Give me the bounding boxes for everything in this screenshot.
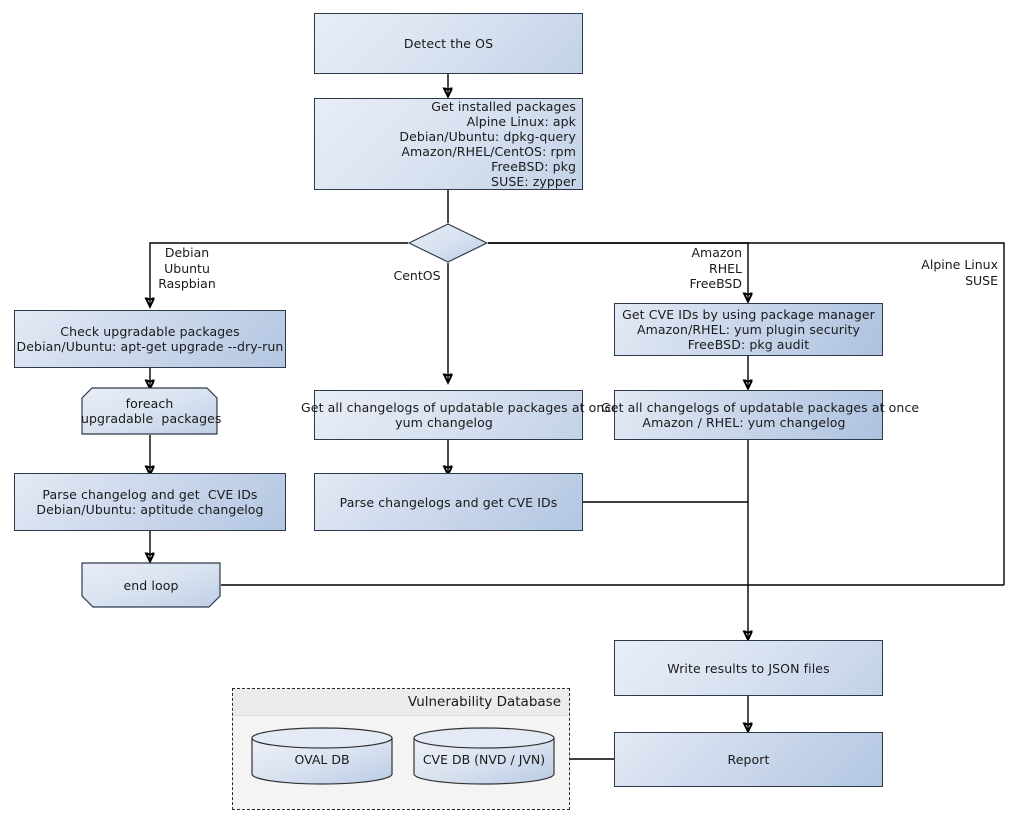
diamond-icon bbox=[407, 223, 489, 263]
vulnerability-database-group: Vulnerability Database OVAL DB bbox=[232, 688, 570, 810]
vulnerability-database-title: Vulnerability Database bbox=[233, 689, 569, 716]
node-get-cve-ids-pkgmgr-label: Get CVE IDs by using package manager Ama… bbox=[622, 307, 875, 352]
node-detect-os-label: Detect the OS bbox=[403, 36, 494, 51]
node-foreach-loop-label: foreach upgradable packages bbox=[81, 396, 222, 426]
node-decision-os-family[interactable] bbox=[407, 223, 489, 263]
branch-label-debian: Debian Ubuntu Raspbian bbox=[158, 245, 216, 291]
node-changelogs-amazon-label: Get all changelogs of updatable packages… bbox=[601, 400, 920, 430]
database-cylinder-icon bbox=[251, 727, 393, 785]
node-parse-changelogs-centos[interactable]: Parse changelogs and get CVE IDs bbox=[314, 473, 583, 531]
database-cve[interactable]: CVE DB (NVD / JVN) bbox=[413, 727, 555, 785]
node-check-upgradable-label: Check upgradable packages Debian/Ubuntu:… bbox=[16, 324, 284, 354]
node-changelogs-centos-label: Get all changelogs of updatable packages… bbox=[301, 400, 620, 430]
loop-start-shape bbox=[81, 387, 218, 435]
node-parse-changelogs-centos-label: Parse changelogs and get CVE IDs bbox=[339, 494, 558, 510]
database-cve-label: CVE DB (NVD / JVN) bbox=[422, 752, 546, 767]
node-write-results[interactable]: Write results to JSON files bbox=[614, 640, 883, 696]
node-changelogs-amazon[interactable]: Get all changelogs of updatable packages… bbox=[601, 390, 919, 440]
database-oval[interactable]: OVAL DB bbox=[251, 727, 393, 785]
branch-label-amazon: Amazon RHEL FreeBSD bbox=[689, 245, 742, 291]
node-parse-changelog-debian[interactable]: Parse changelog and get CVE IDs Debian/U… bbox=[14, 473, 286, 531]
node-changelogs-centos[interactable]: Get all changelogs of updatable packages… bbox=[301, 390, 619, 440]
node-foreach-loop[interactable]: foreach upgradable packages bbox=[81, 387, 222, 435]
node-get-installed-packages-label: Get installed packages Alpine Linux: apk… bbox=[399, 99, 576, 189]
branch-label-centos: CentOS bbox=[393, 268, 441, 283]
node-report-label: Report bbox=[727, 752, 770, 767]
database-cylinder-icon bbox=[413, 727, 555, 785]
node-detect-os[interactable]: Detect the OS bbox=[314, 13, 583, 74]
node-end-loop-label: end loop bbox=[123, 577, 179, 593]
node-get-installed-packages[interactable]: Get installed packages Alpine Linux: apk… bbox=[314, 98, 583, 190]
database-oval-label: OVAL DB bbox=[294, 752, 350, 767]
loop-end-shape bbox=[81, 562, 221, 608]
node-get-cve-ids-pkgmgr[interactable]: Get CVE IDs by using package manager Ama… bbox=[614, 303, 883, 356]
node-end-loop[interactable]: end loop bbox=[81, 562, 221, 608]
node-parse-changelog-debian-label: Parse changelog and get CVE IDs Debian/U… bbox=[36, 487, 264, 517]
node-report[interactable]: Report bbox=[614, 732, 883, 787]
branch-label-alpine: Alpine Linux SUSE bbox=[921, 257, 998, 288]
node-write-results-label: Write results to JSON files bbox=[667, 660, 830, 676]
node-check-upgradable[interactable]: Check upgradable packages Debian/Ubuntu:… bbox=[14, 310, 286, 368]
